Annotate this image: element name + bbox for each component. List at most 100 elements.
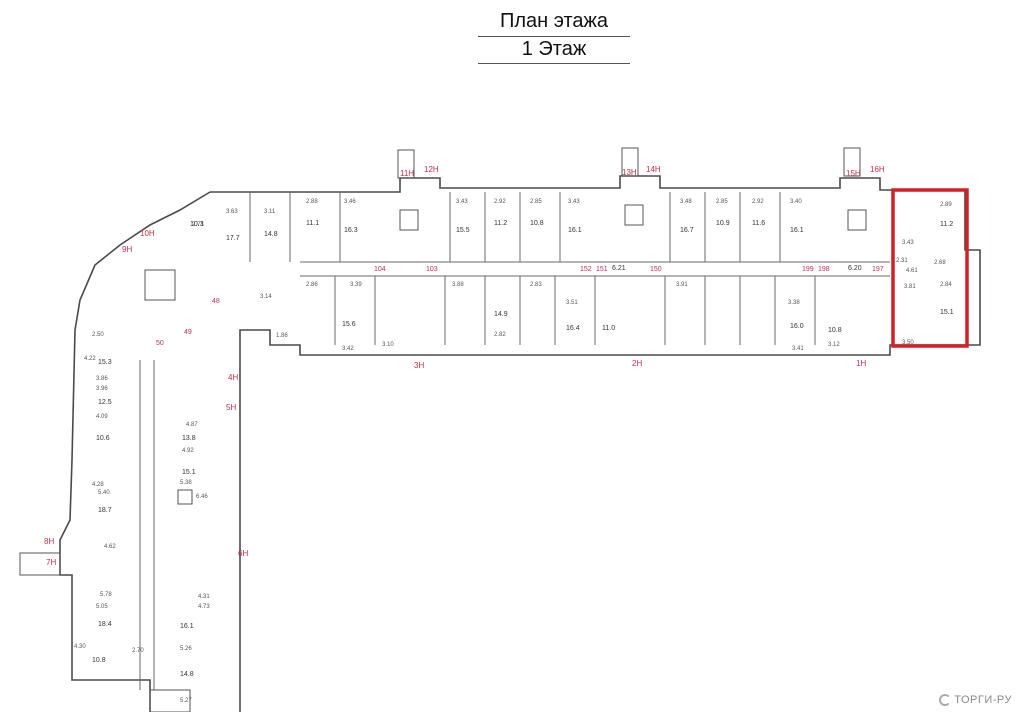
area-label: 10.8 — [92, 657, 106, 664]
unit-label: 14Н — [646, 165, 661, 174]
dimension-label: 1.86 — [276, 333, 288, 339]
upper-partitions — [249, 192, 781, 262]
dimension-label: 3.11 — [264, 209, 276, 215]
dimension-label: 3.42 — [342, 346, 354, 352]
room-number: 152 — [580, 266, 592, 273]
dimension-label: 3.96 — [96, 386, 108, 392]
area-label: 11.1 — [306, 220, 319, 227]
unit-label: 12Н — [424, 165, 439, 174]
room-number: 151 — [596, 266, 608, 273]
entrance-steps — [19, 552, 191, 712]
dimension-label: 3.12 — [828, 342, 840, 348]
dimension-label: 4.92 — [182, 448, 194, 454]
plan-title: План этажа — [499, 10, 609, 32]
dimension-label: 5.78 — [100, 592, 112, 598]
area-label: 16.1 — [790, 227, 804, 234]
dimension-label: 2.71 — [192, 222, 204, 228]
area-label: 10.8 — [828, 327, 842, 334]
unit-label: 1Н — [856, 359, 866, 368]
dimension-label: 3.91 — [676, 282, 688, 288]
area-label: 11.0 — [602, 325, 615, 332]
dimension-label: 4.31 — [198, 594, 210, 600]
dimension-label: 3.51 — [566, 300, 578, 306]
area-label: 15.6 — [342, 321, 356, 328]
dimension-label: 6.46 — [196, 494, 208, 500]
highlighted-unit[interactable] — [891, 188, 969, 348]
floor-label: 1 Этаж — [521, 38, 587, 60]
dimension-label: 2.84 — [940, 282, 952, 288]
area-label: 16.7 — [680, 227, 694, 234]
area-label: 11.2 — [494, 220, 507, 227]
dimension-label: 3.14 — [260, 294, 272, 300]
area-label: 16.1 — [568, 227, 582, 234]
area-label: 16.1 — [180, 623, 194, 630]
dimension-label: 4.73 — [198, 604, 210, 610]
unit-label: 4Н — [228, 373, 238, 382]
area-label: 6.20 — [848, 265, 862, 272]
dimension-label: 5.26 — [180, 646, 192, 652]
dimension-label: 4.09 — [96, 414, 108, 420]
room-number: 49 — [184, 329, 192, 336]
area-label: 10.8 — [530, 220, 544, 227]
room-dimensions: 3.63 3.11 2.71 2.88 3.46 3.43 2.92 2.85 … — [74, 199, 952, 704]
area-label: 13.8 — [182, 435, 196, 442]
unit-label: 16Н — [870, 165, 885, 174]
dimension-label: 3.43 — [568, 199, 580, 205]
dimension-label: 2.85 — [530, 199, 542, 205]
area-label: 6.21 — [612, 265, 626, 272]
dimension-label: 2.70 — [132, 648, 144, 654]
dimension-label: 3.86 — [96, 376, 108, 382]
dimension-label: 3.63 — [226, 209, 238, 215]
dimension-label: 5.27 — [180, 698, 192, 704]
dimension-label: 4.28 — [92, 482, 104, 488]
dimension-label: 2.92 — [752, 199, 764, 205]
area-label: 11.6 — [752, 220, 765, 227]
dimension-label: 3.43 — [456, 199, 468, 205]
area-label: 18.7 — [98, 507, 112, 514]
area-label: 16.4 — [566, 325, 580, 332]
area-label: 10.9 — [716, 220, 730, 227]
room-number: 103 — [426, 266, 438, 273]
unit-label: 11Н — [400, 169, 414, 178]
dimension-label: 4.62 — [104, 544, 116, 550]
dimension-label: 4.30 — [74, 644, 86, 650]
area-label: 16.3 — [344, 227, 358, 234]
area-label: 18.4 — [98, 621, 112, 628]
unit-label: 15Н — [846, 169, 861, 178]
plan-title-block: План этажа 1 Этаж — [478, 8, 630, 64]
dimension-label: 2.31 — [896, 258, 908, 264]
dimension-label: 4.61 — [906, 268, 918, 274]
unit-label: 8Н — [44, 537, 54, 546]
dimension-label: 3.46 — [344, 199, 356, 205]
dimension-label: 3.50 — [902, 340, 914, 346]
dimension-label: 3.39 — [350, 282, 362, 288]
area-label: 11.2 — [940, 221, 953, 228]
torgi-logo-icon — [939, 694, 952, 706]
dimension-label: 2.85 — [716, 199, 728, 205]
dimension-label: 3.38 — [788, 300, 800, 306]
room-numbers: 104 103 152 151 150 199 198 197 48 49 50 — [156, 266, 884, 347]
room-number: 104 — [374, 266, 386, 273]
area-label: 14.9 — [494, 311, 508, 318]
area-label: 16.0 — [790, 323, 804, 330]
unit-label: 3Н — [414, 361, 424, 370]
dimension-label: 4.87 — [186, 422, 198, 428]
dimension-label: 3.43 — [902, 240, 914, 246]
unit-label: 6Н — [238, 549, 248, 558]
room-number: 199 — [802, 266, 814, 273]
dimension-label: 5.40 — [98, 490, 110, 496]
dimension-label: 2.68 — [934, 260, 946, 266]
stairwells — [144, 147, 867, 505]
building-outline — [59, 175, 981, 712]
area-label: 15.1 — [182, 469, 196, 476]
area-label: 14.8 — [264, 231, 278, 238]
unit-label: 7Н — [46, 558, 56, 567]
unit-label: 10Н — [140, 229, 155, 238]
dimension-label: 2.89 — [940, 202, 952, 208]
dimension-label: 3.10 — [382, 342, 394, 348]
unit-label: 2Н — [632, 359, 642, 368]
dimension-label: 2.50 — [92, 332, 104, 338]
dimension-label: 5.05 — [96, 604, 108, 610]
area-label: 17.7 — [226, 235, 240, 242]
